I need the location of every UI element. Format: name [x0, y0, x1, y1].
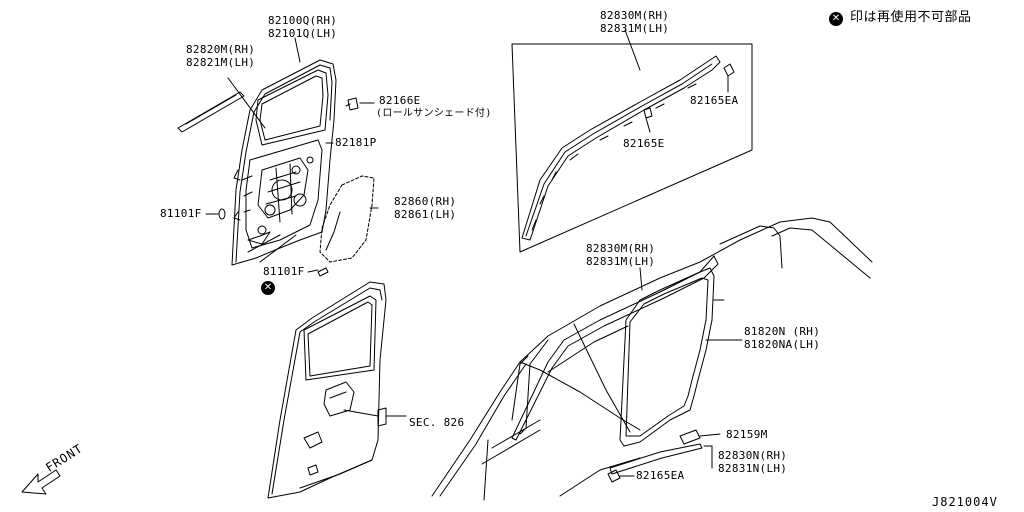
front-arrow [21, 469, 61, 495]
door-frame-drawing [205, 37, 379, 273]
roll-shade-clip-drawing [345, 97, 359, 111]
lower-clip-part: 82159M [726, 428, 768, 441]
outer-molding-drawing [177, 91, 245, 133]
inset-weatherstrip-lh: 82831M(LH) [600, 22, 670, 35]
diagram-code: J821004V [932, 495, 998, 509]
outer-molding-part-lh: 82821M(LH) [186, 56, 256, 69]
section-reference: SEC. 826 [409, 416, 465, 429]
lower-weatherstrip-lh: 82831N(LH) [718, 462, 788, 475]
vehicle-body-drawing [431, 217, 873, 501]
lower-clip-ea-drawing [607, 469, 635, 483]
inset-clip-ea: 82165EA [690, 94, 739, 107]
body-weatherstrip-top-rh: 82830M(RH) [586, 242, 656, 255]
plug-upper-part: 81101F [160, 207, 202, 220]
screen-bracket-part: 82181P [335, 136, 377, 149]
body-weatherstrip-top-drawing [511, 255, 719, 441]
inset-weatherstrip-drawing [521, 29, 735, 241]
inset-frame [511, 43, 753, 253]
body-weatherstrip-top-lh: 82831M(LH) [586, 255, 656, 268]
lower-clip-drawing [679, 429, 721, 445]
outer-molding-part-rh: 82820M(RH) [186, 43, 256, 56]
door-weatherstrip-rh: 81820N (RH) [744, 325, 821, 338]
roll-shade-clip-note: (ロールサンシェード付) [376, 108, 492, 119]
lower-weatherstrip-drawing [609, 443, 713, 475]
inset-clip-e: 82165E [623, 137, 665, 150]
lower-clip-ea-part: 82165EA [636, 469, 685, 482]
roll-shade-clip-part: 82166E [379, 94, 421, 107]
sealing-screen-part-lh: 82861(LH) [394, 208, 457, 221]
door-frame-part-rh: 82100Q(RH) [268, 14, 338, 27]
sealing-screen-drawing [319, 175, 375, 263]
plug-upper-drawing [218, 208, 226, 220]
door-weatherstrip-drawing [619, 267, 743, 447]
outer-door-drawing [267, 281, 407, 499]
door-weatherstrip-lh: 81820NA(LH) [744, 338, 821, 351]
door-frame-part-lh: 82101Q(LH) [268, 27, 338, 40]
inset-weatherstrip-rh: 82830M(RH) [600, 9, 670, 22]
plug-lower-drawing [317, 267, 329, 277]
plug-lower-part: 81101F [263, 265, 305, 278]
non-reusable-mark-icon: ✕ [829, 12, 843, 26]
sealing-screen-part-rh: 82860(RH) [394, 195, 457, 208]
plug-lower-non-reusable-icon: ✕ [261, 281, 275, 295]
lower-weatherstrip-rh: 82830N(RH) [718, 449, 788, 462]
legend-text: 印は再使用不可部品 [850, 10, 972, 25]
